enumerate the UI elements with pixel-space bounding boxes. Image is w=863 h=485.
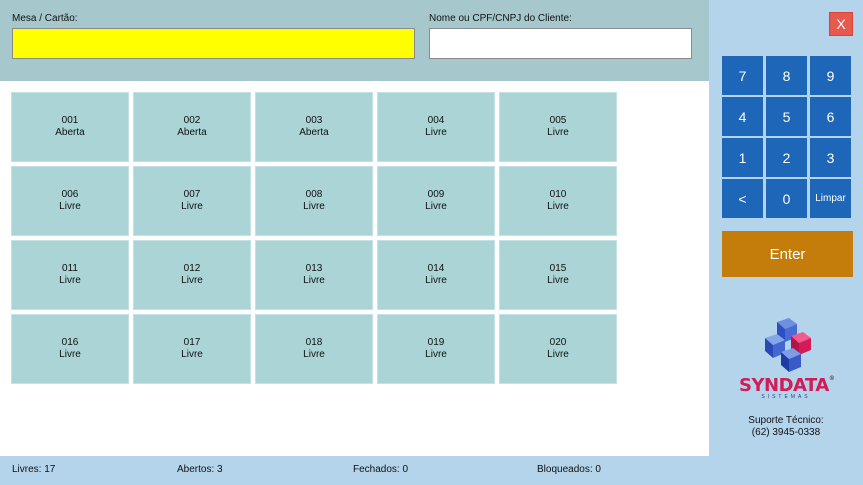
table-number: 005 <box>549 115 567 126</box>
table-number: 003 <box>305 115 323 126</box>
support-info: Suporte Técnico: (62) 3945-0338 <box>709 415 863 439</box>
keypad-key-backspace[interactable]: < <box>722 179 763 218</box>
table-number: 010 <box>549 189 567 200</box>
table-status: Livre <box>425 127 447 138</box>
table-status: Livre <box>425 201 447 212</box>
table-status: Livre <box>181 349 203 360</box>
logo-subtitle: SISTEMAS <box>761 394 811 400</box>
keypad-key-8[interactable]: 8 <box>766 56 807 95</box>
keypad-key-1[interactable]: 1 <box>722 138 763 177</box>
table-status: Aberta <box>299 127 329 138</box>
cliente-input[interactable] <box>429 28 692 59</box>
table-number: 019 <box>427 337 445 348</box>
table-status: Livre <box>303 201 325 212</box>
table-number: 016 <box>61 337 79 348</box>
table-number: 015 <box>549 263 567 274</box>
keypad-key-6[interactable]: 6 <box>810 97 851 136</box>
support-phone: (62) 3945-0338 <box>751 427 821 438</box>
status-livres: Livres: 17 <box>12 464 56 475</box>
status-fechados: Fechados: 0 <box>353 464 409 475</box>
table-status: Livre <box>181 275 203 286</box>
table-status: Livre <box>303 275 325 286</box>
table-status: Livre <box>181 201 203 212</box>
table-status: Livre <box>425 275 447 286</box>
table-number: 014 <box>427 263 445 274</box>
table-status: Livre <box>547 201 569 212</box>
logo-cubes-icon <box>765 318 811 372</box>
table-status: Livre <box>59 201 81 212</box>
table-status: Livre <box>547 349 569 360</box>
keypad-key-5[interactable]: 5 <box>766 97 807 136</box>
table-status: Livre <box>303 349 325 360</box>
table-number: 018 <box>305 337 323 348</box>
table-status: Livre <box>547 275 569 286</box>
enter-button[interactable]: Enter <box>722 231 853 277</box>
table-status: Aberta <box>55 127 85 138</box>
table-number: 001 <box>61 115 79 126</box>
keypad-key-0[interactable]: 0 <box>766 179 807 218</box>
table-number: 020 <box>549 337 567 348</box>
table-number: 013 <box>305 263 323 274</box>
keypad-key-4[interactable]: 4 <box>722 97 763 136</box>
syndata-logo: SYNDATA® SISTEMAS <box>739 318 835 402</box>
cliente-label: Nome ou CPF/CNPJ do Cliente: <box>429 13 572 24</box>
status-bloqueados: Bloqueados: 0 <box>537 464 601 475</box>
header-panel: Mesa / Cartão: Nome ou CPF/CNPJ do Clien… <box>0 0 709 81</box>
table-status: Livre <box>547 127 569 138</box>
table-number: 011 <box>62 263 78 274</box>
table-status: Livre <box>425 349 447 360</box>
table-number: 004 <box>427 115 445 126</box>
mesa-input[interactable] <box>12 28 415 59</box>
status-abertos: Abertos: 3 <box>177 464 223 475</box>
table-number: 009 <box>427 189 445 200</box>
keypad-key-limpar[interactable]: Limpar <box>810 179 851 218</box>
logo-wordmark: SYNDATA® <box>739 375 835 396</box>
table-status: Livre <box>59 275 81 286</box>
keypad-key-9[interactable]: 9 <box>810 56 851 95</box>
table-status: Aberta <box>177 127 207 138</box>
table-status: Livre <box>59 349 81 360</box>
table-number: 012 <box>183 263 201 274</box>
table-number: 002 <box>183 115 201 126</box>
table-number: 008 <box>305 189 323 200</box>
close-button[interactable]: X <box>829 12 853 36</box>
table-number: 017 <box>183 337 201 348</box>
table-number: 007 <box>183 189 201 200</box>
support-title: Suporte Técnico: <box>748 415 824 426</box>
table-number: 006 <box>61 189 79 200</box>
keypad-key-2[interactable]: 2 <box>766 138 807 177</box>
keypad-key-7[interactable]: 7 <box>722 56 763 95</box>
keypad-key-3[interactable]: 3 <box>810 138 851 177</box>
mesa-label: Mesa / Cartão: <box>12 13 78 24</box>
status-bar: Livres: 17 Abertos: 3 Fechados: 0 Bloque… <box>0 456 709 485</box>
